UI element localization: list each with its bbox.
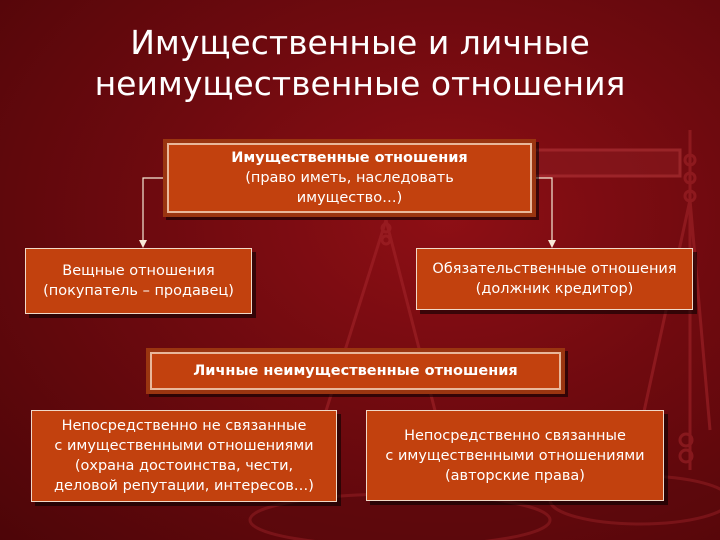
real-relations-box: Вещные отношения (покупатель – продавец) (25, 248, 252, 314)
linked-line2: с имущественными отношениями (385, 447, 645, 464)
real-relations-line2: (покупатель – продавец) (43, 283, 234, 299)
not-linked-line3: (охрана достоинства, чести, (74, 458, 294, 474)
property-relations-box: Имущественные отношения (право иметь, на… (163, 139, 536, 217)
not-linked-line1: Непосредственно не связанные (61, 418, 307, 434)
obligation-relations-line2: (должник кредитор) (475, 281, 634, 297)
not-linked-line4: деловой репутации, интересов…) (54, 478, 314, 494)
linked-line1: Непосредственно связанные (404, 427, 626, 444)
arrowhead-right (548, 240, 556, 248)
linked-box: Непосредственно связанные с имущественны… (366, 410, 664, 501)
obligation-relations-line1: Обязательственные отношения (432, 261, 677, 277)
real-relations-line1: Вещные отношения (62, 263, 215, 279)
arrowhead-left (139, 240, 147, 248)
linked-line3: (авторские права) (445, 467, 585, 484)
connector-left (142, 177, 163, 246)
page-title: Имущественные и личные неимущественные о… (94, 23, 626, 103)
connector-right (536, 177, 553, 246)
not-linked-line2: с имущественными отношениями (54, 438, 314, 454)
obligation-relations-box: Обязательственные отношения (должник кре… (416, 248, 693, 310)
personal-relations-box: Личные неимущественные отношения (146, 348, 565, 394)
not-linked-box: Непосредственно не связанные с имуществе… (31, 410, 337, 502)
property-relations-line1: (право иметь, наследовать (245, 170, 454, 186)
personal-relations-heading: Личные неимущественные отношения (193, 363, 518, 379)
property-relations-heading: Имущественные отношения (231, 150, 468, 166)
property-relations-line2: имущество…) (296, 190, 403, 206)
